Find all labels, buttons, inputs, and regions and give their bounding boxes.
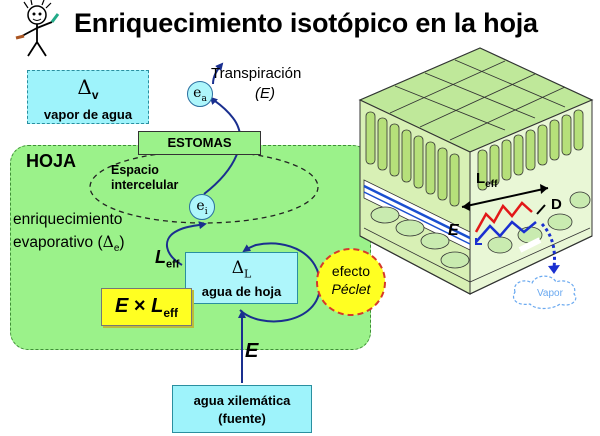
delta-l-symbol: ΔL xyxy=(231,258,252,281)
agua-de-hoja-label: agua de hoja xyxy=(201,284,282,300)
enriquecimiento-line1: enriquecimiento xyxy=(13,211,123,228)
espacio-intercelular-label: Espacio intercelular xyxy=(111,163,178,193)
ei-to-ea-arrow xyxy=(203,96,242,195)
hoja-label: HOJA xyxy=(26,151,77,171)
transpiracion-text: Transpiración xyxy=(211,65,302,82)
delta-v-symbol: Δv xyxy=(77,75,99,102)
e-flux-label: E xyxy=(245,340,259,362)
enriquecimiento-line2: evaporativo (Δe) xyxy=(13,233,125,255)
leaf-vapor-label: Vapor xyxy=(537,288,563,299)
espacio-label-line1: Espacio xyxy=(111,163,159,177)
ea-circle: ea xyxy=(187,81,213,107)
transpiracion-label: Transpiración (E) xyxy=(211,64,301,104)
agua-xilematica-box: agua xilemática (fuente) xyxy=(172,385,312,433)
leaf-leff-arrow xyxy=(461,187,549,208)
peclet-line1: efecto xyxy=(331,263,371,279)
espacio-intercelular-ellipse xyxy=(89,150,319,224)
espacio-label-line2: intercelular xyxy=(111,178,179,192)
leaf-vapor-arrow xyxy=(540,222,556,269)
peclet-loop-arrow xyxy=(239,242,322,323)
vapor-de-agua-box: Δv vapor de agua xyxy=(27,70,149,124)
estomas-box: ESTOMAS xyxy=(138,131,261,155)
leaf-e-label: E xyxy=(448,222,459,239)
ei-circle: ei xyxy=(189,194,215,220)
e-times-leff-box: E × Leff xyxy=(101,288,192,326)
leaf-cross-section-illustration xyxy=(358,47,594,310)
peclet-circle xyxy=(316,248,386,316)
leaf-diffusion-red xyxy=(474,201,533,233)
leff-label: Leff xyxy=(155,247,180,271)
vapor-de-agua-label: vapor de agua xyxy=(43,107,133,122)
xylem-line1: agua xilemática xyxy=(193,393,291,408)
leaf-leff-label: Leff xyxy=(476,170,498,190)
leff-arrow xyxy=(166,221,207,266)
peclet-line2: Péclet xyxy=(331,281,371,297)
page-title: Enriquecimiento isotópico en la hoja xyxy=(74,8,538,38)
ea-to-transpiracion-arrow xyxy=(212,62,224,85)
leaf-d-label: D xyxy=(551,196,562,213)
leaf-vapor-cloud xyxy=(512,275,577,310)
transpiracion-symbol: (E) xyxy=(255,85,275,102)
peclet-label: efecto Péclet xyxy=(315,262,387,298)
leaf-diffusion-blue xyxy=(475,220,537,243)
xylem-line2: (fuente) xyxy=(218,411,266,426)
enriquecimiento-evaporativo-label: enriquecimiento evaporativo (Δe) xyxy=(13,209,125,260)
scientist-logo-icon xyxy=(15,0,60,57)
agua-de-hoja-box: ΔL agua de hoja xyxy=(185,252,298,304)
